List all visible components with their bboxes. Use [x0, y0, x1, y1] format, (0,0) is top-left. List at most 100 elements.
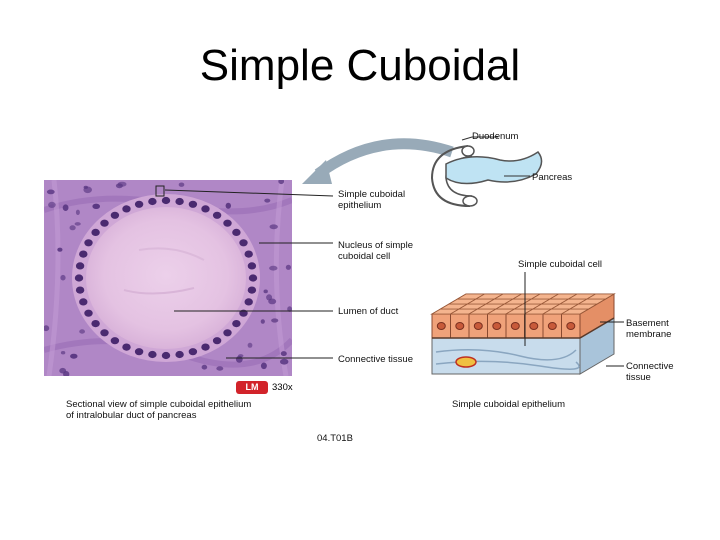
cuboidal-nucleus — [122, 205, 131, 213]
cell-nucleus — [566, 322, 576, 330]
connective-nucleus — [44, 325, 50, 332]
cuboidal-nucleus — [201, 343, 210, 351]
connective-nucleus — [117, 181, 127, 187]
connective-nucleus — [260, 362, 267, 370]
connective-nucleus — [79, 329, 85, 334]
connective-nucleus — [70, 353, 78, 359]
micrograph-caption: Sectional view of simple cuboidal epithe… — [66, 399, 252, 421]
connective-nucleus — [75, 209, 80, 215]
connective-nucleus — [201, 364, 208, 370]
cuboidal-nucleus — [212, 211, 222, 219]
connective-nucleus — [57, 247, 63, 252]
micrograph-illustration — [44, 180, 292, 376]
pancreas-shape — [445, 150, 543, 185]
connective-nucleus — [48, 201, 56, 208]
cuboidal-nucleus — [148, 197, 157, 206]
arrow-head-icon — [302, 160, 332, 184]
cell-nucleus — [436, 322, 446, 330]
cell-nucleus — [547, 322, 557, 330]
cuboidal-nucleus — [161, 351, 171, 360]
connective-nucleus — [285, 264, 291, 270]
slide-title: Simple Cuboidal — [199, 41, 521, 90]
cuboidal-nucleus — [134, 200, 144, 208]
lm-badge: LM — [236, 381, 268, 394]
connective-nucleus — [92, 203, 100, 209]
cuboidal-nucleus — [175, 350, 184, 359]
connective-nucleus — [269, 224, 278, 230]
connective-nucleus — [260, 319, 265, 324]
cuboidal-nucleus — [244, 298, 253, 306]
label-connective-tissue-right: Connective tissue — [626, 361, 674, 383]
connective-nucleus — [247, 342, 253, 348]
cuboidal-nucleus — [74, 274, 84, 282]
connective-nucleus — [216, 366, 224, 371]
cuboidal-nucleus — [244, 250, 253, 258]
cuboidal-nucleus — [188, 200, 198, 208]
cuboidal-nucleus — [91, 228, 100, 236]
label-connective-tissue-left: Connective tissue — [338, 354, 413, 365]
cuboidal-nucleus — [84, 309, 93, 317]
cuboidal-nucleus — [232, 228, 241, 236]
cuboidal-nucleus — [100, 329, 109, 337]
label-duodenum: Duodenum — [472, 131, 519, 142]
label-nucleus: Nucleus of simple cuboidal cell — [338, 240, 413, 262]
cuboidal-nucleus — [100, 219, 109, 227]
connective-nucleus — [268, 298, 277, 305]
connective-nucleus — [62, 204, 69, 211]
cuboidal-nucleus — [223, 329, 232, 337]
connective-nucleus — [74, 222, 81, 226]
connective-nucleus — [269, 265, 278, 271]
connective-nucleus — [69, 225, 76, 231]
cuboidal-nucleus — [122, 343, 131, 351]
connective-nucleus — [225, 202, 231, 209]
cuboidal-nucleus — [91, 320, 100, 328]
cuboidal-nucleus — [75, 286, 85, 294]
cuboidal-nucleus — [134, 348, 144, 356]
cuboidal-nucleus — [110, 211, 120, 219]
connective-nucleus — [59, 367, 67, 374]
cuboidal-nucleus — [223, 219, 232, 227]
cuboidal-nucleus — [248, 274, 258, 282]
cell-nucleus — [492, 322, 502, 330]
connective-nucleus — [264, 198, 271, 203]
cuboidal-nucleus — [247, 286, 257, 294]
curved-arrow — [314, 138, 454, 179]
duodenum-shape — [430, 145, 471, 207]
connective-nucleus — [178, 182, 185, 187]
cuboidal-block-diagram — [430, 293, 616, 375]
cuboidal-nucleus — [161, 196, 171, 205]
connective-nucleus — [46, 189, 55, 195]
cuboidal-nucleus — [247, 262, 257, 270]
cuboidal-nucleus — [212, 337, 222, 345]
connective-nucleus — [271, 318, 279, 323]
cell-nucleus — [455, 322, 465, 330]
label-simple-cuboidal-cell: Simple cuboidal cell — [518, 259, 602, 270]
cuboidal-nucleus — [79, 250, 88, 258]
cell-top-surface — [585, 293, 616, 300]
cuboidal-nucleus — [188, 348, 198, 356]
connective-nucleus — [280, 358, 289, 365]
connective-nucleus — [278, 180, 285, 185]
cuboidal-nucleus — [110, 337, 120, 345]
connective-nucleus — [83, 185, 88, 189]
micrograph — [44, 180, 292, 376]
label-simple-cuboidal-epithelium: Simple cuboidal epithelium — [338, 189, 406, 211]
label-lumen: Lumen of duct — [338, 306, 399, 317]
connective-nucleus — [60, 274, 66, 281]
magnification-label: 330x — [272, 382, 293, 393]
cuboidal-nucleus — [201, 205, 210, 213]
cuboidal-nucleus — [84, 239, 93, 247]
cuboidal-nucleus — [75, 262, 85, 270]
figure-id: 04.T01B — [317, 433, 353, 444]
cuboidal-nucleus — [148, 350, 157, 359]
diagram-caption: Simple cuboidal epithelium — [452, 399, 566, 410]
label-basement-membrane: Basement membrane — [626, 318, 672, 340]
cuboidal-nucleus — [79, 298, 88, 306]
label-pancreas: Pancreas — [532, 172, 573, 183]
cuboidal-nucleus — [175, 197, 184, 206]
cell-nucleus — [529, 322, 539, 330]
connective-nucleus — [263, 289, 268, 294]
cuboidal-nucleus — [239, 239, 248, 247]
cell-nucleus — [510, 322, 520, 330]
